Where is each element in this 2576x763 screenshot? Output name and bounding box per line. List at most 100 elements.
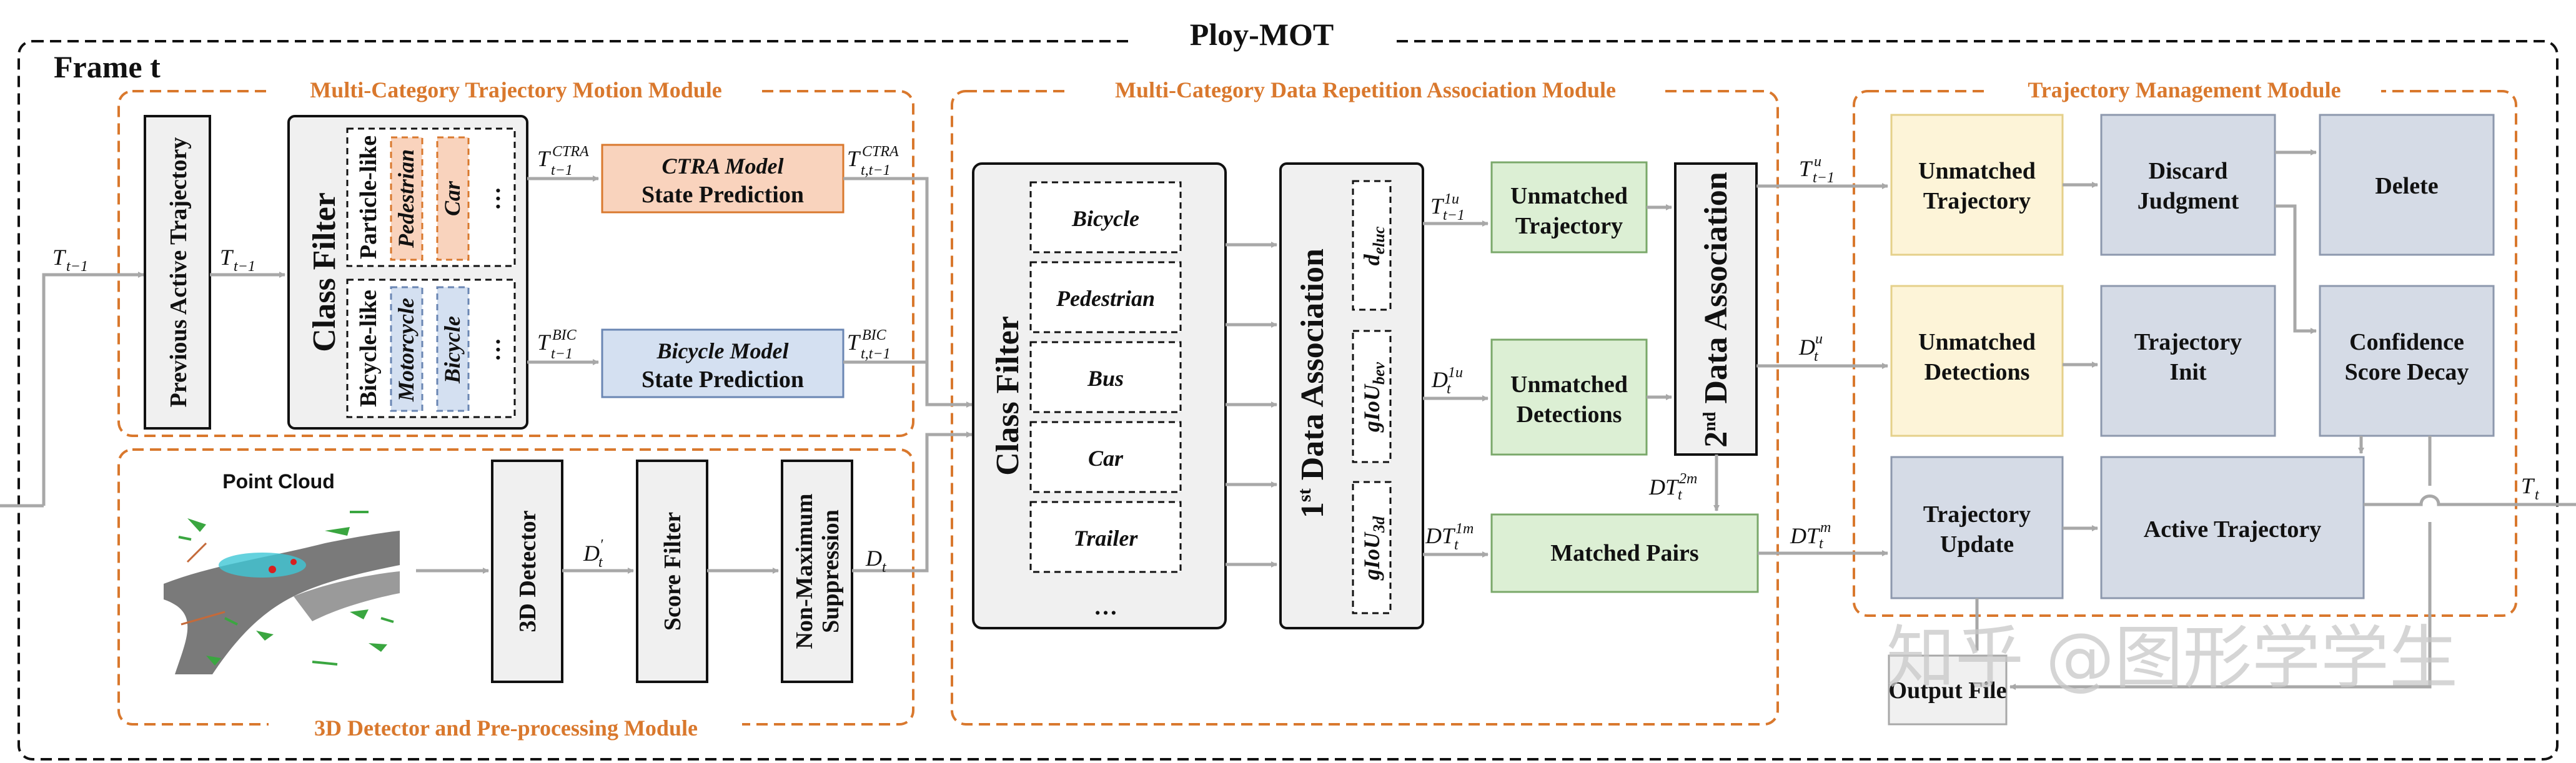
svg-text:T: T <box>847 330 861 355</box>
svg-text:D: D <box>583 541 600 566</box>
category-bus: Bus <box>1029 341 1182 413</box>
management-module-title: Trajectory Management Module <box>2028 77 2341 102</box>
svg-text:T: T <box>1799 156 1813 181</box>
bicycle-like-group <box>346 278 516 418</box>
svg-text:T: T <box>537 146 552 171</box>
svg-text:m: m <box>1820 519 1831 536</box>
svg-text:CTRA: CTRA <box>552 144 589 160</box>
discard-judgment-label-1: Discard <box>2149 158 2228 184</box>
confidence-score-decay-label-1: Confidence <box>2349 329 2464 355</box>
ctra-model-label: CTRA Model <box>661 154 783 179</box>
motorcycle-class-label: Motorcycle <box>394 298 419 402</box>
svg-text:t−1: t−1 <box>551 162 573 179</box>
category-car: Car <box>1029 421 1182 493</box>
second-data-association-box <box>1674 162 1758 456</box>
detector-module-title: 3D Detector and Pre-processing Module <box>314 716 698 741</box>
svg-text:t: t <box>2535 487 2540 503</box>
svg-text:t−1: t−1 <box>66 258 88 275</box>
assoc-unmatched-trajectory-label-2: Trajectory <box>1515 213 1623 239</box>
bicycle-like-label: Bicycle-like <box>355 290 382 407</box>
mgmt-unmatched-detections-box <box>1890 285 2064 437</box>
car-class-box <box>436 136 470 261</box>
active-trajectory-label: Active Trajectory <box>2144 516 2322 543</box>
assoc-unmatched-detections-label-2: Detections <box>1517 401 1622 428</box>
svg-text:DT: DT <box>1425 523 1456 548</box>
category-bicycle: Bicycle <box>1029 181 1182 254</box>
bicycle-like-ellipsis: … <box>479 338 505 362</box>
svg-text:CTRA: CTRA <box>862 144 899 160</box>
matched-pairs-label: Matched Pairs <box>1550 540 1698 566</box>
bicycle-model-label: Bicycle Model <box>656 338 789 363</box>
metric-giou-bev: gIoUbev <box>1352 330 1392 463</box>
particle-like-label: Particle-like <box>355 135 382 259</box>
svg-text:u: u <box>1814 154 1821 170</box>
svg-text:D: D <box>865 546 882 571</box>
trajectory-init-label-2: Init <box>2169 359 2206 385</box>
watermark: 知乎 @图形学学生 <box>1886 618 2458 698</box>
confidence-score-decay-label-2: Score Decay <box>2345 359 2469 385</box>
svg-text:t: t <box>1454 537 1459 553</box>
discard-judgment-box <box>2100 114 2276 256</box>
svg-text:T: T <box>52 245 67 270</box>
svg-text:T: T <box>847 146 861 171</box>
nms-label-2: Suppression <box>818 509 844 633</box>
previous-active-trajectory-box <box>144 115 211 430</box>
output-file-label: Output File <box>1889 677 2007 704</box>
mgmt-unmatched-trajectory-box <box>1890 114 2064 256</box>
association-module-boundary <box>951 90 1779 726</box>
assoc-unmatched-trajectory-label-1: Unmatched <box>1510 183 1628 209</box>
point-cloud-label: Point Cloud <box>222 470 335 493</box>
svg-text:t: t <box>1447 381 1452 397</box>
particle-like-group <box>346 127 516 267</box>
nms-box <box>781 460 853 683</box>
svg-text:t: t <box>882 559 887 576</box>
active-trajectory-box <box>2100 456 2365 599</box>
particle-like-ellipsis: … <box>479 187 505 210</box>
svg-text:′: ′ <box>600 537 603 553</box>
svg-text:t,t−1: t,t−1 <box>861 162 891 179</box>
output-file-box <box>1888 654 2008 726</box>
metric-d-eluc: deluc <box>1352 180 1392 311</box>
category-pedestrian: Pedestrian <box>1029 261 1182 333</box>
svg-text:BIC: BIC <box>862 327 887 343</box>
frame-label: Frame t <box>54 49 161 84</box>
outer-frame <box>17 40 2559 761</box>
svg-text:BIC: BIC <box>552 327 577 343</box>
trajectory-update-label-2: Update <box>1940 531 2014 558</box>
svg-text:2m: 2m <box>1679 471 1697 487</box>
nms-label-1: Non-Maximum <box>791 493 818 649</box>
previous-active-trajectory-label: Previous Active Trajectory <box>166 137 192 408</box>
svg-text:t: t <box>598 554 603 571</box>
svg-text:Pedestrian: Pedestrian <box>1056 286 1155 311</box>
bicycle-class-label: Bicycle <box>440 316 465 384</box>
ctra-model-box <box>601 144 845 214</box>
svg-text:T: T <box>2521 473 2535 498</box>
bicycle-state-label: State Prediction <box>642 367 804 393</box>
bicycle-model-box <box>601 328 845 398</box>
svg-text:t: t <box>1814 348 1819 365</box>
svg-text:Trailer: Trailer <box>1074 526 1139 551</box>
svg-text:DT: DT <box>1648 475 1680 500</box>
point-cloud-image <box>160 493 400 681</box>
assoc-unmatched-trajectory-box <box>1490 161 1648 254</box>
ctra-state-label: State Prediction <box>642 182 804 208</box>
svg-text:D: D <box>1431 367 1448 392</box>
score-filter-label: Score Filter <box>660 512 686 631</box>
svg-text:1m: 1m <box>1455 521 1474 537</box>
svg-text:T: T <box>220 245 234 270</box>
svg-text:2nd Data Association: 2nd Data Association <box>1698 172 1734 447</box>
trajectory-update-box <box>1890 456 2064 599</box>
first-data-association-label: 1st Data Association <box>1294 249 1330 518</box>
